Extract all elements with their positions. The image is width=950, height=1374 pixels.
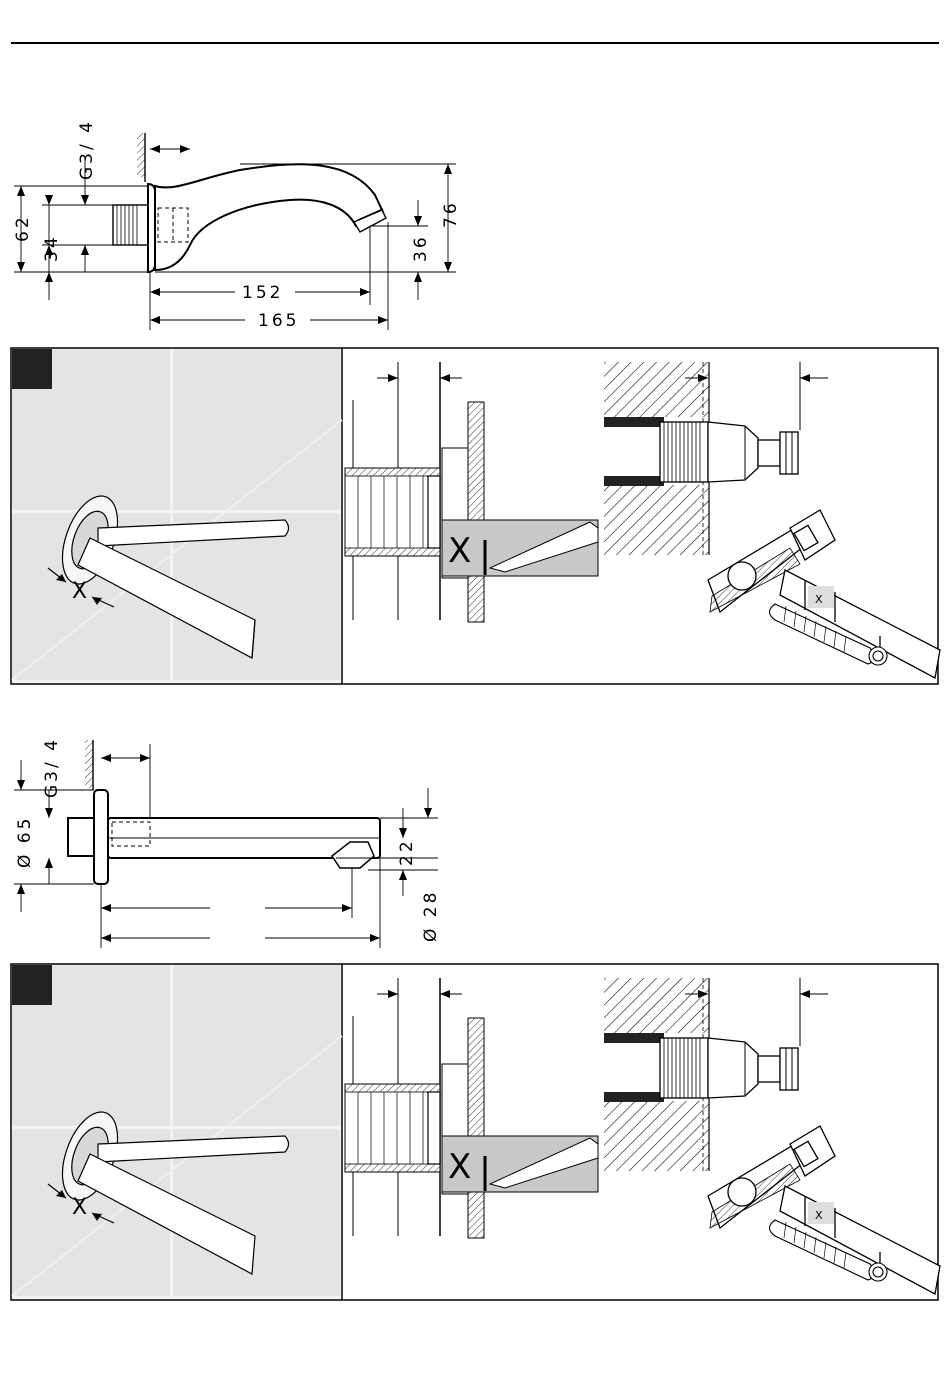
ruler-x-mark: X bbox=[72, 579, 87, 604]
saw-x-label: X bbox=[815, 593, 823, 606]
step-number-box bbox=[12, 349, 52, 389]
spout2-thread-label: G3/ 4 bbox=[42, 737, 62, 798]
spout2-dim-65: Ø 65 bbox=[15, 816, 35, 868]
spout2-dim-28: Ø 28 bbox=[421, 890, 441, 942]
spout1-dim-152: 152 bbox=[242, 283, 283, 303]
spout1-dim-36: 36 bbox=[411, 234, 431, 262]
install-panel-2: X X bbox=[11, 964, 940, 1300]
saw-x-label: X bbox=[815, 1209, 823, 1222]
tile-wall-illustration bbox=[12, 965, 342, 1299]
spout2-dimension-drawing bbox=[14, 740, 438, 948]
spout2-dim-22: 22 bbox=[397, 838, 417, 866]
spout1-dim-62: 62 bbox=[13, 214, 33, 242]
step-number-box bbox=[12, 965, 52, 1005]
measure-x-label: X bbox=[448, 1147, 471, 1187]
spout1-dim-76: 76 bbox=[441, 200, 461, 228]
spout1-thread-label: G3/ 4 bbox=[77, 119, 97, 180]
spout1-dim-165: 165 bbox=[258, 311, 299, 331]
tile-wall-illustration bbox=[12, 349, 342, 683]
ruler-x-mark: X bbox=[72, 1195, 87, 1220]
measure-x-label: X bbox=[448, 531, 471, 571]
spout1-dim-34: 34 bbox=[42, 234, 62, 262]
install-panel-1: X X bbox=[11, 348, 940, 684]
